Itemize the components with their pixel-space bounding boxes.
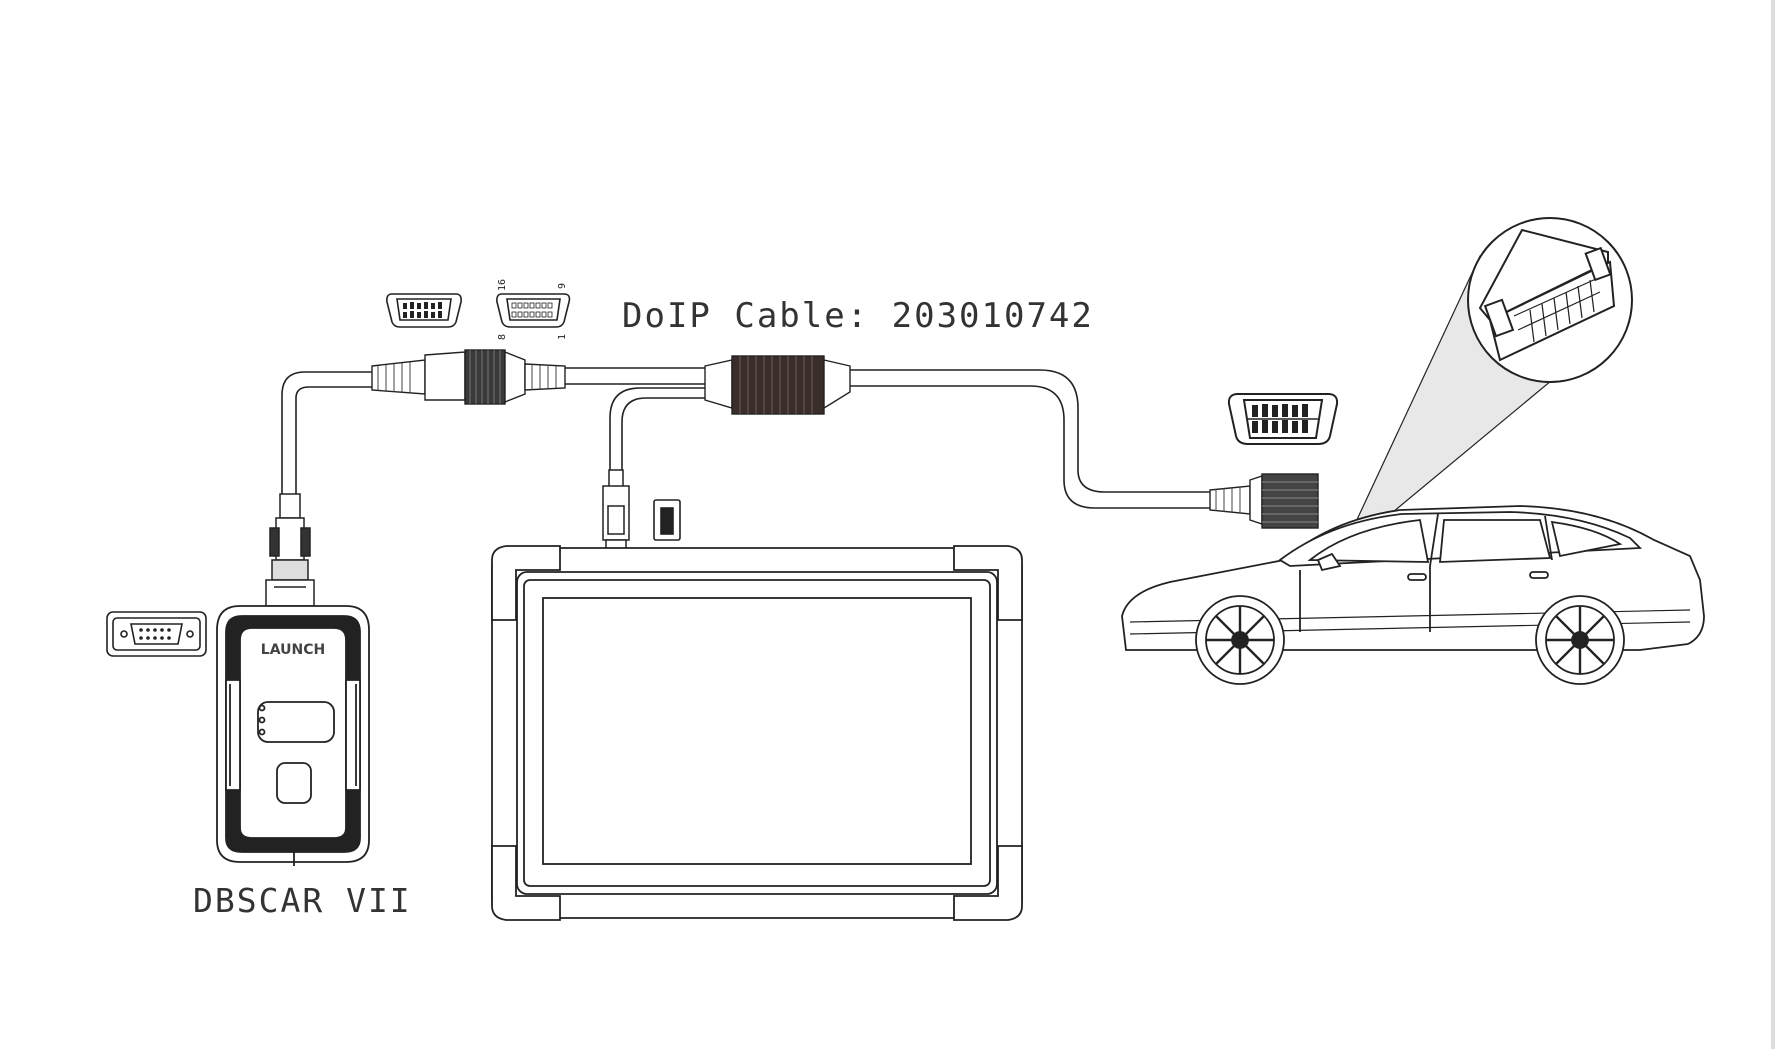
cable-title: DoIP Cable: 203010742 <box>622 296 1094 336</box>
pin-label-8: 8 <box>497 334 508 340</box>
car-obd-plug <box>1209 473 1319 529</box>
dbscar-vci-device <box>216 605 370 866</box>
db15-plug <box>265 493 315 607</box>
pin-label-9: 9 <box>557 283 568 289</box>
usb-port-icon <box>653 499 681 541</box>
usb-plug <box>602 469 630 553</box>
pin-label-16: 16 <box>497 279 508 291</box>
diagnostic-tablet <box>491 545 1023 921</box>
obd-female-barrel <box>371 349 566 405</box>
obd-location-magnifier <box>1467 217 1633 383</box>
pin-label-1: 1 <box>557 334 568 340</box>
obd-male-icon <box>386 293 462 328</box>
page-edge-rule <box>1771 0 1775 1049</box>
obd-female-pinout-icon <box>496 293 571 328</box>
vehicle-obd-port-icon <box>1227 393 1339 445</box>
device-label: DBSCAR VII <box>193 881 412 920</box>
db15-port-icon <box>106 611 207 657</box>
vci-brand-label: LAUNCH <box>261 642 325 658</box>
cable-splitter <box>704 355 851 415</box>
cable-harness <box>281 367 1215 509</box>
